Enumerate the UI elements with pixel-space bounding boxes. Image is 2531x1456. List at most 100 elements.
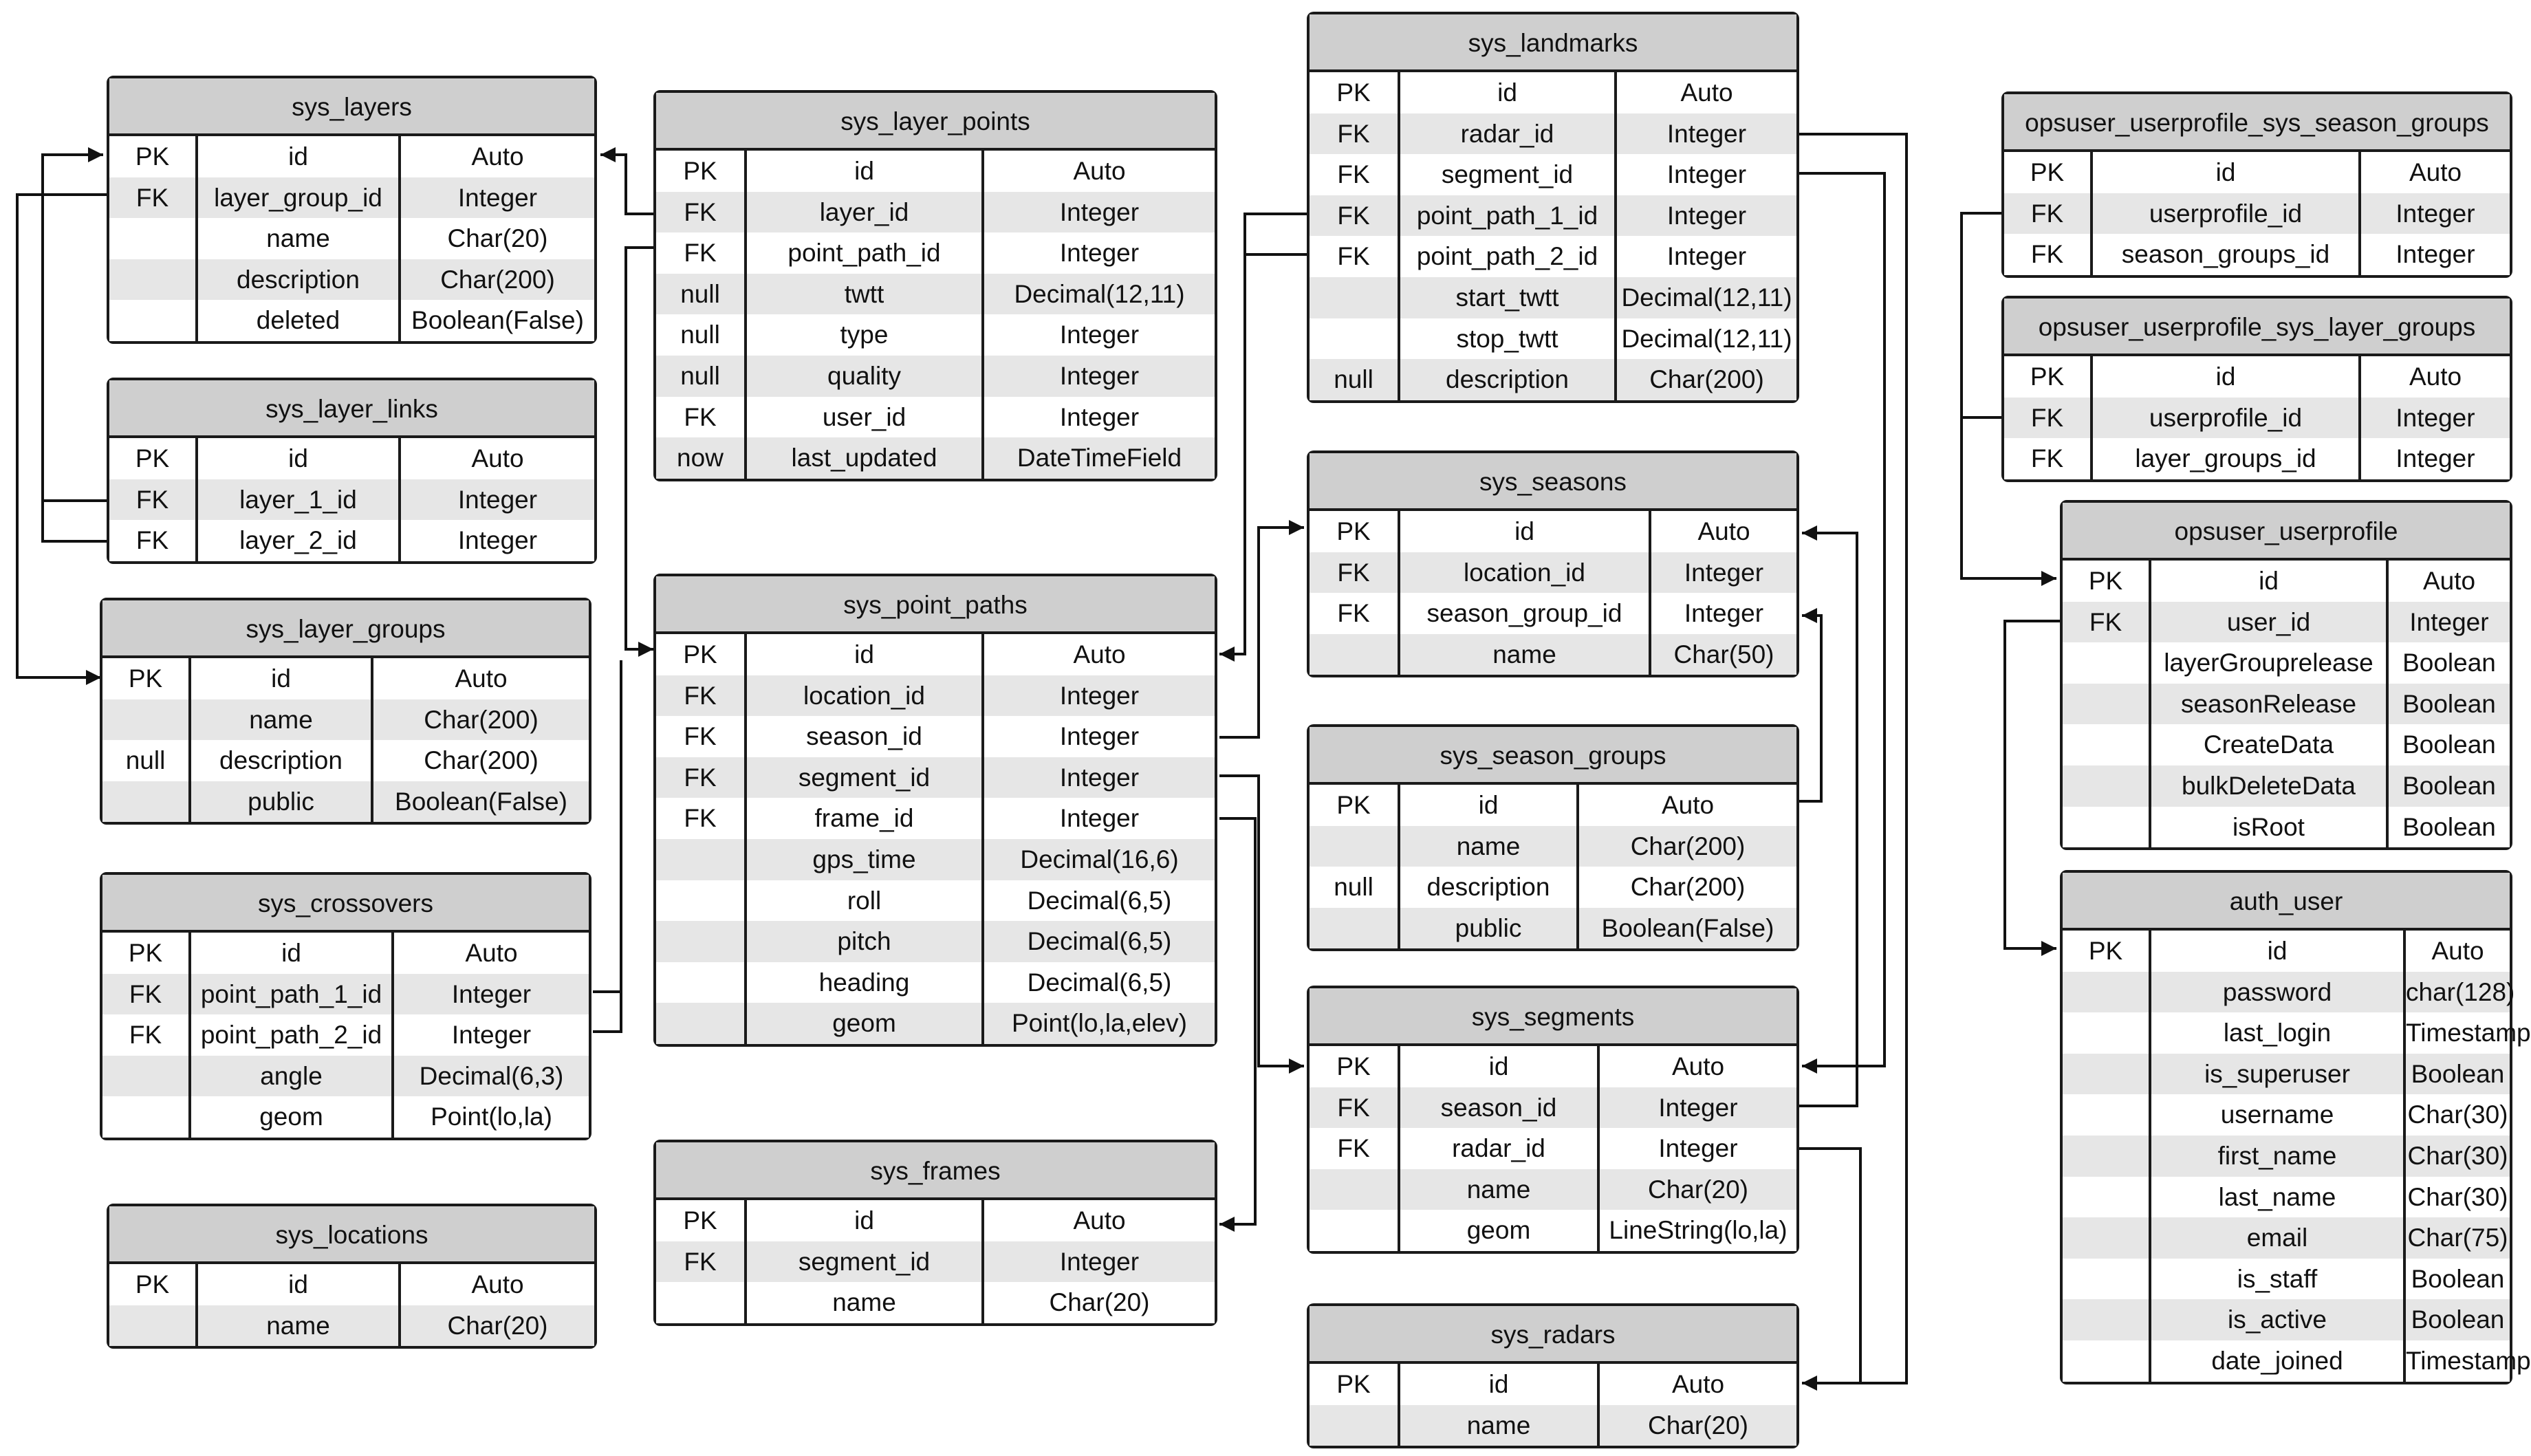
key-type-cell: PK <box>135 1270 170 1299</box>
field-name-cell: description <box>195 259 398 301</box>
relationship-line <box>593 992 622 1033</box>
key-type-cell: FK <box>129 1021 162 1050</box>
field-name-cell: radar_id <box>1398 1128 1597 1169</box>
field-type-cell: Auto <box>981 151 1215 192</box>
key-type-cell <box>109 259 195 301</box>
key-type-cell: PK <box>683 1206 717 1235</box>
key-type-cell: null <box>680 361 720 390</box>
key-type-cell <box>656 1282 744 1323</box>
key-type-cell: PK <box>683 640 717 669</box>
key-type-cell <box>1310 908 1398 949</box>
key-type-cell <box>2063 1259 2149 1300</box>
key-type-cell: FK <box>1337 242 1370 271</box>
table-title: sys_crossovers <box>102 875 589 933</box>
field-name-cell: layer_id <box>744 191 981 233</box>
table-title: sys_point_paths <box>656 576 1215 634</box>
key-type-cell: PK <box>2030 158 2065 186</box>
field-name-cell: id <box>2149 561 2386 602</box>
field-name-cell: is_staff <box>2149 1258 2403 1300</box>
field-type-cell: Char(200) <box>371 740 589 781</box>
key-type-cell <box>2063 1217 2149 1259</box>
field-name-cell: segment_id <box>1398 154 1614 195</box>
key-type-cell <box>2063 684 2149 725</box>
field-name-cell: id <box>1398 785 1576 826</box>
field-type-cell: Auto <box>1649 511 1796 552</box>
field-name-cell: gps_time <box>744 838 981 880</box>
key-type-cell <box>2063 724 2149 765</box>
field-name-cell: email <box>2149 1217 2403 1259</box>
field-name-cell: description <box>1398 867 1576 908</box>
field-name-cell: name <box>1398 1404 1597 1446</box>
field-type-cell: Timestamp <box>2403 1340 2531 1382</box>
field-name-cell: is_superuser <box>2149 1053 2403 1095</box>
field-name-cell: id <box>2090 152 2358 193</box>
relationship-line <box>1797 133 1908 1384</box>
relationship-line <box>16 193 109 679</box>
arrowhead <box>2041 571 2056 586</box>
relationship-line <box>1219 817 1257 1226</box>
field-name-cell: public <box>188 781 371 823</box>
key-type-cell: FK <box>2030 403 2064 432</box>
key-type-cell <box>2063 1094 2149 1136</box>
relationship-line <box>1797 172 1886 1067</box>
key-type-cell <box>2063 1340 2149 1382</box>
key-type-cell: FK <box>684 763 717 792</box>
field-type-cell: Integer <box>398 177 594 219</box>
field-type-cell: Auto <box>2358 152 2510 193</box>
relationship-line <box>1797 614 1823 803</box>
field-name-cell: angle <box>188 1055 391 1097</box>
field-type-cell: Boolean(False) <box>1576 907 1796 949</box>
key-type-cell <box>109 1305 195 1347</box>
field-type-cell: Char(200) <box>398 259 594 301</box>
arrowhead <box>1802 525 1817 541</box>
field-type-cell: Decimal(12,11) <box>981 273 1215 315</box>
field-name-cell: id <box>195 1264 398 1305</box>
field-type-cell: Integer <box>2386 601 2510 643</box>
field-name-cell: id <box>2149 931 2403 972</box>
field-name-cell: id <box>744 151 981 192</box>
field-name-cell: id <box>1398 1364 1597 1405</box>
table-title: sys_segments <box>1310 988 1796 1046</box>
key-type-cell <box>1310 1169 1398 1210</box>
key-type-cell <box>656 1003 744 1044</box>
arrowhead <box>1289 520 1304 535</box>
key-type-cell: FK <box>2089 607 2122 636</box>
key-type-cell: FK <box>1337 119 1370 148</box>
field-type-cell: Auto <box>2403 931 2510 972</box>
key-type-cell: FK <box>684 1247 717 1276</box>
field-name-cell: id <box>1398 511 1649 552</box>
key-type-cell: FK <box>135 526 169 555</box>
field-name-cell: user_id <box>2149 601 2386 643</box>
